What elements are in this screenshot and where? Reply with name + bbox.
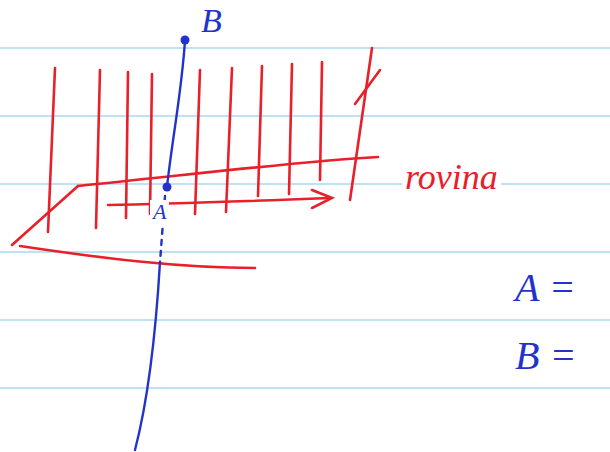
normal-line	[135, 40, 185, 450]
point-label: A =	[512, 266, 579, 310]
point-label: B	[198, 2, 225, 39]
plane-label: rovina	[402, 158, 501, 198]
plane-sketch	[12, 48, 380, 268]
point-dot	[181, 36, 190, 45]
point-dot	[163, 183, 172, 192]
point-label: A	[150, 200, 169, 224]
point-label: B =	[512, 334, 579, 378]
ruled-lines	[0, 48, 610, 388]
